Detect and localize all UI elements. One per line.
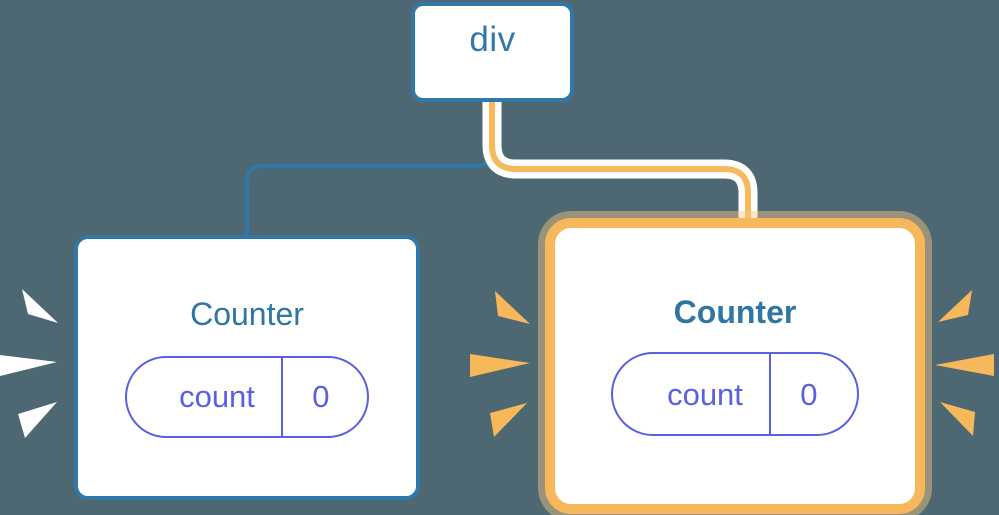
ray-white-top [22,289,58,323]
node-counter-right-highlighted[interactable]: Counter count 0 [545,218,925,514]
prop-key-count: count [179,379,255,414]
node-div-label: div [469,19,516,59]
ray-amber-right-top [938,290,972,322]
edge-div-to-counter-right [489,102,751,242]
prop-key-count: count [667,376,743,412]
ray-amber-mid-bottom [490,403,527,437]
prop-pill-left: count 0 [125,355,369,438]
ray-white-middle [0,355,57,376]
edge-div-to-counter-left [245,100,494,239]
rays-left-outer [0,289,58,438]
prop-pill-right: count 0 [611,352,859,436]
node-counter-right-label: Counter [673,294,797,330]
prop-value-count: 0 [280,357,367,436]
ray-amber-right-bottom [940,402,975,436]
node-counter-left-label: Counter [190,295,304,332]
node-div[interactable]: div [411,2,574,102]
ray-amber-right-middle [935,354,994,376]
ray-amber-mid-middle [470,354,530,377]
prop-value-count: 0 [768,354,857,434]
ray-white-bottom [18,402,57,438]
node-counter-left[interactable]: Counter count 0 [74,235,420,500]
ray-amber-mid-top [495,291,530,324]
rays-right-outer [935,290,994,436]
rays-middle [470,291,530,437]
